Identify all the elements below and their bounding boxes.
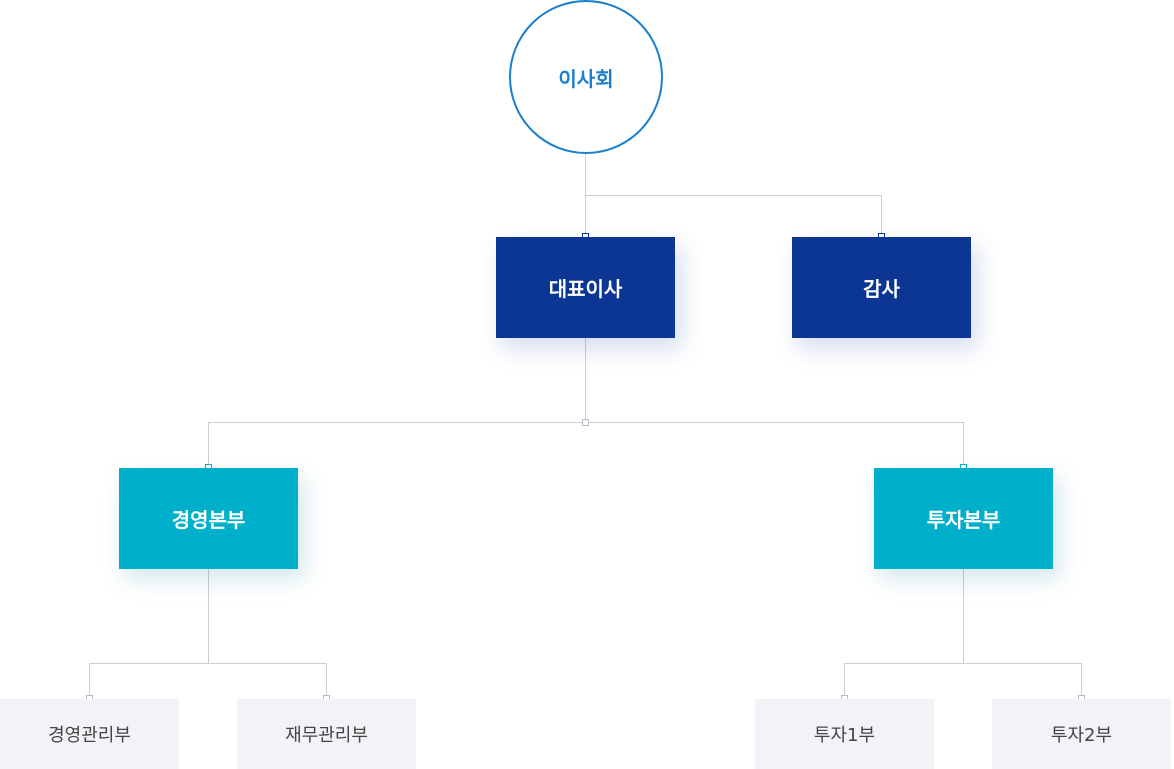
investment-1-dept-node: 투자1부 — [755, 699, 934, 769]
connector-ceo-to-divisions — [208, 338, 964, 468]
audit-node: 감사 — [792, 237, 971, 338]
investment-division-label: 투자본부 — [926, 508, 1001, 532]
marker-division-branch — [582, 419, 589, 426]
management-admin-dept-node: 경영관리부 — [0, 699, 179, 769]
connector-investment-to-departments — [844, 569, 1082, 699]
investment-division-node: 투자본부 — [874, 468, 1053, 569]
finance-admin-dept-label: 재무관리부 — [285, 725, 368, 746]
management-division-label: 경영본부 — [171, 508, 246, 532]
board-label: 이사회 — [558, 66, 614, 91]
management-admin-dept-label: 경영관리부 — [48, 725, 131, 746]
finance-admin-dept-node: 재무관리부 — [237, 699, 416, 769]
board-node: 이사회 — [509, 0, 663, 154]
ceo-node: 대표이사 — [496, 237, 675, 338]
investment-2-dept-label: 투자2부 — [1050, 725, 1113, 746]
audit-label: 감사 — [863, 277, 900, 301]
management-division-node: 경영본부 — [119, 468, 298, 569]
connector-management-to-departments — [89, 569, 327, 699]
connector-board-to-executives — [585, 154, 882, 237]
investment-2-dept-node: 투자2부 — [992, 699, 1171, 769]
investment-1-dept-label: 투자1부 — [813, 725, 876, 746]
ceo-label: 대표이사 — [548, 277, 623, 301]
